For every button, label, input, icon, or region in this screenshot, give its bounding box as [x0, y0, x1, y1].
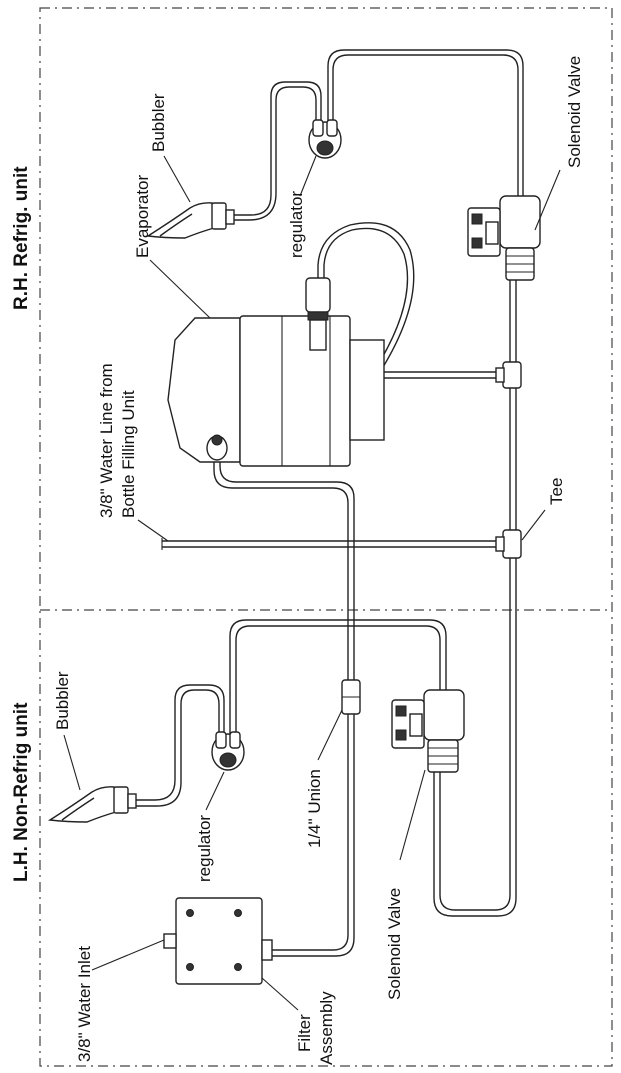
label-evaporator: Evaporator: [133, 175, 152, 258]
tee-lower: [495, 529, 522, 559]
solenoid-valve-bottom: [391, 689, 465, 773]
label-bubbler-top: Bubbler: [149, 93, 168, 152]
evaporator: [167, 277, 385, 467]
leader-lines: [63, 155, 561, 1011]
label-water-inlet: 3/8" Water Inlet: [75, 946, 94, 1062]
label-water-line-2: Bottle Filling Unit: [119, 390, 138, 518]
label-solenoid-bottom: Solenoid Valve: [385, 888, 404, 1000]
filter-assembly: [163, 897, 273, 985]
label-bubbler-bottom: Bubbler: [53, 671, 72, 730]
label-regulator-bottom: regulator: [195, 815, 214, 882]
bubbler-bottom: [47, 786, 137, 823]
regulator-top: [308, 119, 342, 159]
zone-title-right: R.H. Refrig. unit: [11, 166, 32, 310]
label-water-line-1: 3/8" Water Line from: [97, 363, 116, 518]
regulator-bottom: [211, 731, 245, 771]
label-filter-2: Assembly: [317, 991, 336, 1065]
tubing: [130, 49, 524, 957]
bubbler-top: [145, 202, 235, 239]
label-regulator-top: regulator: [287, 191, 306, 258]
label-union: 1/4" Union: [305, 769, 324, 848]
label-tee: Tee: [547, 478, 566, 505]
zone-title-left: L.H. Non-Refrig unit: [11, 702, 32, 882]
label-solenoid-top: Solenoid Valve: [565, 56, 584, 168]
union: [341, 679, 361, 715]
solenoid-valve-top: [467, 195, 541, 281]
tee-upper: [495, 361, 522, 389]
label-filter-1: Filter: [295, 1014, 314, 1052]
diagram-border: [39, 7, 613, 1067]
